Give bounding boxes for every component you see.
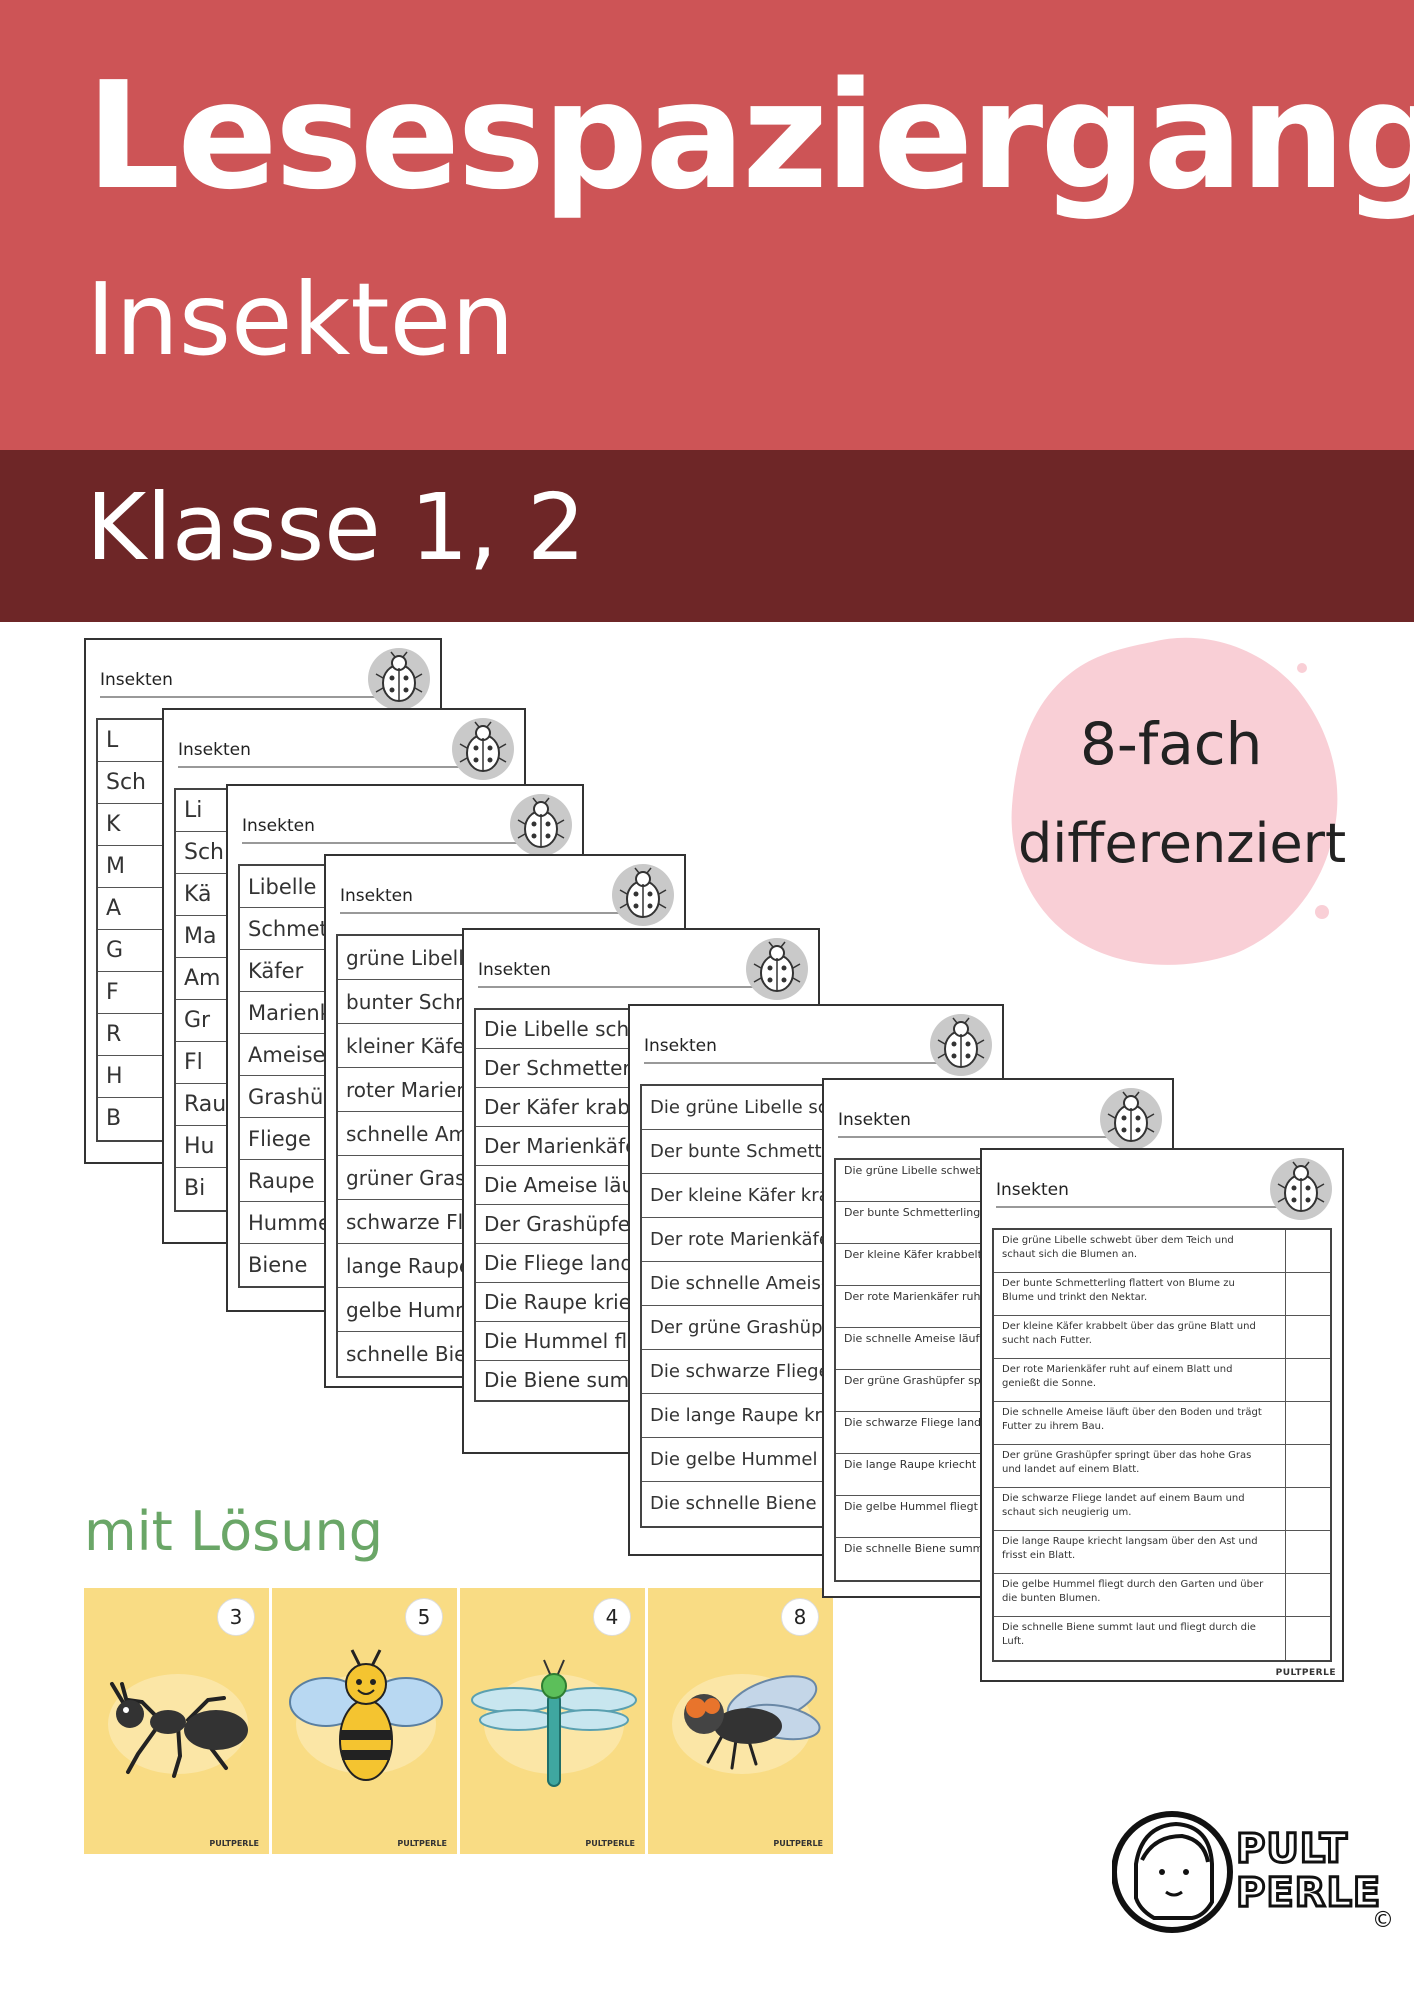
insect-card: 4 PULTPERLE bbox=[460, 1588, 648, 1854]
worksheet-row: Die schnelle Ameise läuft über den Boden… bbox=[994, 1402, 1330, 1445]
card-brand: PULTPERLE bbox=[209, 1839, 259, 1848]
worksheet-row: lange Raupe bbox=[338, 1244, 672, 1288]
card-brand: PULTPERLE bbox=[773, 1839, 823, 1848]
worksheet-row: Der kleine Käfer krabbelt über das grüne… bbox=[994, 1316, 1330, 1359]
fly-icon bbox=[672, 1674, 821, 1774]
worksheet-title: Insekten bbox=[644, 1036, 717, 1056]
bee-icon bbox=[289, 1649, 443, 1781]
worksheet-title: Insekten bbox=[100, 670, 173, 690]
worksheet-row: Die lange Raupe kriecht langsam über den… bbox=[994, 1531, 1330, 1574]
card-number: 8 bbox=[781, 1598, 819, 1636]
brand-name-line2: PERLE bbox=[1234, 1869, 1382, 1918]
worksheet-row: Die Ameise läuft. bbox=[476, 1166, 806, 1205]
insect-card: 3 PULTPERLE bbox=[84, 1588, 272, 1854]
grade-banner bbox=[0, 450, 1414, 622]
ladybug-icon bbox=[1100, 1088, 1162, 1150]
worksheet-title: Insekten bbox=[178, 740, 251, 760]
worksheet-row: Die grüne Libelle schwebt über dem Teich… bbox=[994, 1230, 1330, 1273]
ladybug-icon bbox=[612, 864, 674, 926]
copyright-symbol: © bbox=[1372, 1908, 1394, 1933]
solution-label: mit Lösung bbox=[84, 1500, 383, 1563]
worksheet-row: Die gelbe Hummel fliegt durch den Garten… bbox=[994, 1574, 1330, 1617]
worksheet-title: Insekten bbox=[996, 1180, 1069, 1200]
badge-line2: differenziert bbox=[1018, 812, 1347, 875]
worksheet-row: Die lange Raupe kriecht. bbox=[642, 1394, 990, 1438]
header-banner bbox=[0, 0, 1414, 450]
worksheet-row: Der grüne Grashüpfer springt über das ho… bbox=[994, 1445, 1330, 1488]
worksheet-row: Der bunte Schmetterling flattert von Blu… bbox=[994, 1273, 1330, 1316]
ant-icon bbox=[108, 1674, 248, 1778]
brand-name-line1: PULT bbox=[1235, 1825, 1349, 1874]
worksheet-brand: PULTPERLE bbox=[1275, 1668, 1336, 1678]
ladybug-icon bbox=[930, 1014, 992, 1076]
card-brand: PULTPERLE bbox=[397, 1839, 447, 1848]
insect-card: 8 PULTPERLE bbox=[648, 1588, 836, 1854]
card-number: 4 bbox=[593, 1598, 631, 1636]
worksheet-title: Insekten bbox=[340, 886, 413, 906]
worksheet-row: Die schnelle Biene summt laut und fliegt… bbox=[994, 1617, 1330, 1660]
pultperle-logo bbox=[1112, 1811, 1233, 1933]
worksheet-row: Biene bbox=[248, 1253, 308, 1277]
card-number: 5 bbox=[405, 1598, 443, 1636]
ladybug-icon bbox=[510, 794, 572, 856]
worksheet-row: Die schwarze Fliege landet auf einem Bau… bbox=[994, 1488, 1330, 1531]
worksheet-title: Insekten bbox=[478, 960, 551, 980]
worksheet-rows: Die grüne Libelle schwebt über dem Teich… bbox=[992, 1228, 1332, 1662]
dragonfly-icon bbox=[471, 1659, 637, 1787]
worksheet-row: Die gelbe Hummel fliegt. bbox=[642, 1438, 990, 1482]
worksheet-title: Insekten bbox=[242, 816, 315, 836]
card-brand: PULTPERLE bbox=[585, 1839, 635, 1848]
worksheet-title: Insekten bbox=[838, 1110, 911, 1130]
worksheet-row: Der rote Marienkäfer ruht auf einem Blat… bbox=[994, 1359, 1330, 1402]
ladybug-icon bbox=[452, 718, 514, 780]
worksheet-row: B bbox=[106, 1106, 122, 1131]
ladybug-icon bbox=[1270, 1158, 1332, 1220]
ladybug-icon bbox=[368, 648, 430, 710]
page-subtitle: Insekten bbox=[86, 261, 515, 378]
insect-card: 5 PULTPERLE bbox=[272, 1588, 460, 1854]
badge-blob bbox=[1011, 637, 1338, 965]
grade-label: Klasse 1, 2 bbox=[86, 474, 586, 581]
ladybug-icon bbox=[746, 938, 808, 1000]
page-title: Lesespaziergang bbox=[86, 50, 1414, 222]
card-number: 3 bbox=[217, 1598, 255, 1636]
badge-line1: 8-fach bbox=[1080, 710, 1263, 778]
worksheet-row: Bi bbox=[184, 1176, 206, 1201]
